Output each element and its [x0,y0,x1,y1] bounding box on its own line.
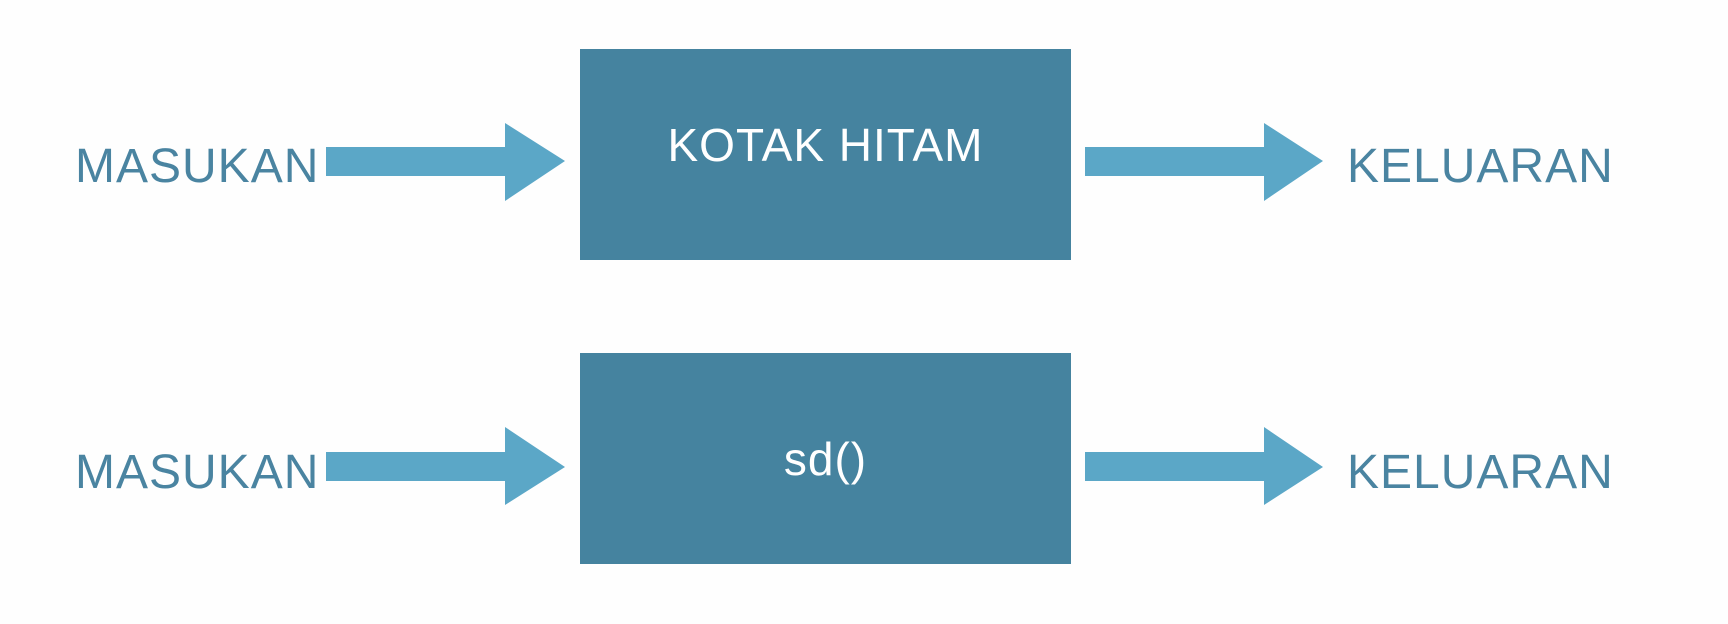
input-label: MASUKAN [75,140,320,193]
box-label: KOTAK HITAM [667,118,984,171]
arrow-right-icon [1085,427,1323,505]
output-label: KELUARAN [1347,140,1614,193]
arrow-right-icon [326,123,565,201]
black-box: KOTAK HITAM [580,49,1071,260]
sd-function-box: sd() [580,353,1071,564]
arrow-right-icon [326,427,565,505]
output-label: KELUARAN [1347,446,1614,499]
box-label: sd() [783,432,868,485]
input-label: MASUKAN [75,446,320,499]
arrow-right-icon [1085,123,1323,201]
